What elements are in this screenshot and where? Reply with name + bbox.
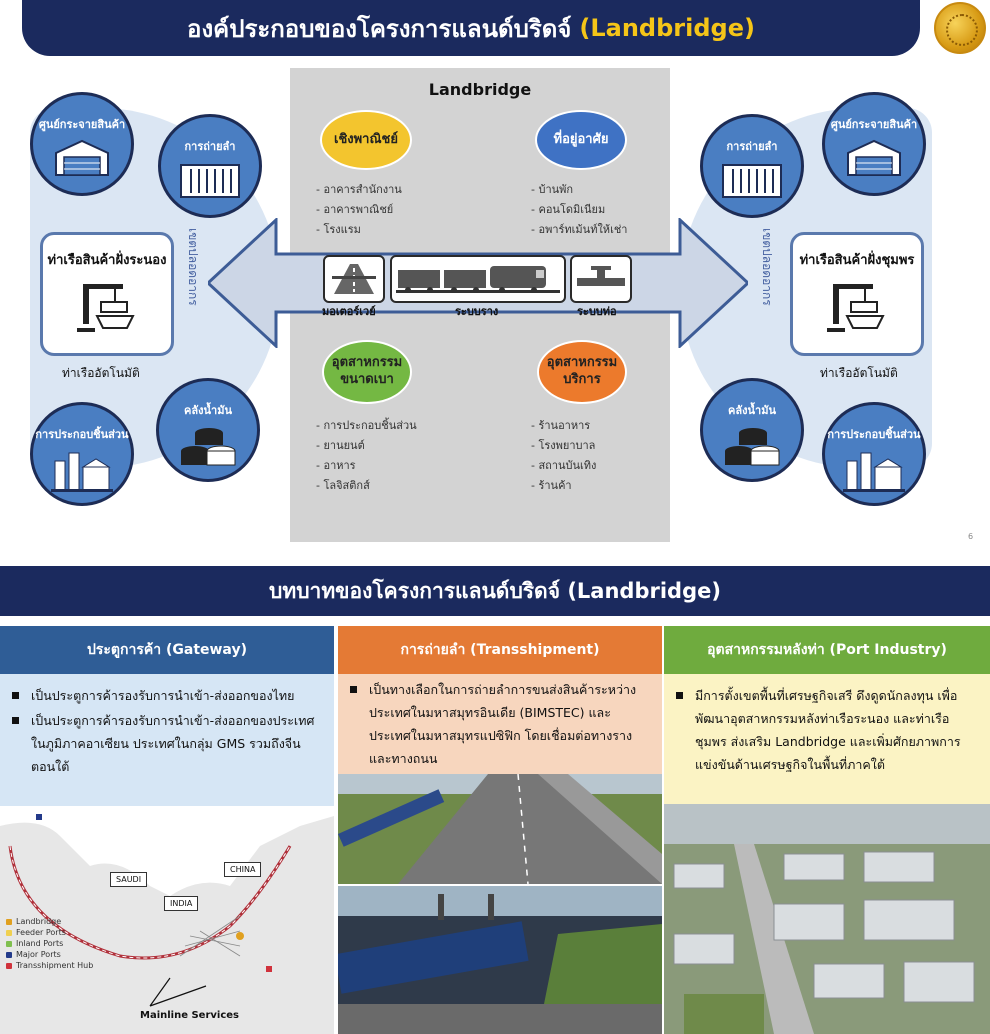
landbridge-title: Landbridge: [428, 80, 532, 99]
commercial-list: - อาคารสำนักงาน - อาคารพาณิชย์ - โรงแรม: [316, 183, 402, 236]
left-transshipment: การถ่ายลำ: [158, 114, 262, 218]
gateway-column: ประตูการค้า (Gateway) เป็นประตูการค้ารอง…: [0, 626, 334, 1034]
legend-item: Landbridge: [6, 916, 93, 927]
railway-box: [390, 255, 566, 303]
warehouse-icon: [847, 139, 901, 176]
top-title-thai: องค์ประกอบของโครงการแลนด์บริดจ์: [187, 14, 572, 43]
right-transshipment: การถ่ายลำ: [700, 114, 804, 218]
right-port-box: ท่าเรือสินค้าฝั่งชุมพร: [790, 232, 924, 356]
gateway-heading: ประตูการค้า (Gateway): [0, 626, 334, 674]
roles-title: บทบาทของโครงการแลนด์บริดจ์ (Landbridge): [269, 578, 721, 603]
left-free-zone-label: เขตปลอดอากร: [186, 228, 200, 306]
page-number: 6: [968, 532, 974, 541]
port-industry-column: อุตสาหกรรมหลังท่า (Port Industry) มีการต…: [664, 626, 990, 1034]
warehouse-icon: [55, 139, 109, 176]
industrial-estate-image: [664, 804, 990, 1034]
oil-tank-icon: [181, 428, 236, 466]
region-saudi: SAUDI: [110, 872, 148, 887]
port-industry-body: มีการตั้งเขตพื้นที่เศรษฐกิจเสรี ดึงดูดนั…: [664, 674, 990, 804]
motorway-icon: [332, 264, 376, 294]
oil-tank-icon: [725, 428, 780, 466]
legend-item: Feeder Ports: [6, 927, 93, 938]
right-automated-port: ท่าเรืออัตโนมัติ: [820, 366, 898, 380]
region-india: INDIA: [164, 896, 199, 911]
shipping-map: SAUDI INDIA CHINA Landbridge Feeder Port…: [0, 806, 334, 1034]
factory-icon: [843, 452, 905, 492]
gateway-body: เป็นประตูการค้ารองรับการนำเข้า-ส่งออกของ…: [0, 674, 334, 806]
map-legend: Landbridge Feeder Ports Inland Ports Maj…: [6, 916, 93, 971]
zone-light-industry: อุตสาหกรรม ขนาดเบา: [322, 340, 412, 404]
transshipment-column: การถ่ายลำ (Transshipment) เป็นทางเลือกใน…: [334, 626, 662, 1034]
top-title-en: (Landbridge): [579, 14, 755, 42]
list-item: เป็นประตูการค้ารองรับการนำเข้า-ส่งออกของ…: [12, 684, 322, 707]
list-item: เป็นประตูการค้ารองรับการนำเข้า-ส่งออกของ…: [12, 709, 322, 778]
government-seal-icon: [934, 2, 986, 54]
mainline-caption: Mainline Services: [140, 1010, 240, 1021]
rail-road-image: [334, 773, 662, 1034]
port-crane-icon: [827, 284, 885, 332]
railway-label: ระบบราง: [455, 305, 499, 318]
roles-banner: บทบาทของโครงการแลนด์บริดจ์ (Landbridge): [0, 566, 990, 616]
motorway-box: [323, 255, 385, 303]
pipeline-icon: [577, 266, 625, 286]
transshipment-body: เป็นทางเลือกในการถ่ายลำการขนส่งสินค้าระห…: [338, 674, 662, 774]
left-distribution-center: ศูนย์กระจายสินค้า: [30, 92, 134, 196]
zone-residential: ที่อยู่อาศัย: [535, 110, 627, 170]
right-distribution-center: ศูนย์กระจายสินค้า: [822, 92, 926, 196]
right-assembly: การประกอบชิ้นส่วน: [822, 402, 926, 506]
left-port-box: ท่าเรือสินค้าฝั่งระนอง: [40, 232, 174, 356]
pipeline-label: ระบบท่อ: [577, 305, 617, 318]
left-tank-farm: คลังน้ำมัน: [156, 378, 260, 482]
zone-service-industry: อุตสาหกรรม บริการ: [537, 340, 627, 404]
list-item: เป็นทางเลือกในการถ่ายลำการขนส่งสินค้าระห…: [350, 678, 650, 770]
port-industry-heading: อุตสาหกรรมหลังท่า (Port Industry): [664, 626, 990, 674]
container-icon: [180, 164, 240, 198]
legend-item: Major Ports: [6, 949, 93, 960]
right-free-zone-label: เขตปลอดอากร: [760, 228, 774, 306]
top-banner: องค์ประกอบของโครงการแลนด์บริดจ์ (Landbri…: [22, 0, 920, 56]
legend-item: Inland Ports: [6, 938, 93, 949]
port-crane-icon: [77, 284, 135, 332]
right-tank-farm: คลังน้ำมัน: [700, 378, 804, 482]
left-automated-port: ท่าเรืออัตโนมัติ: [62, 366, 140, 380]
light-industry-list: - การประกอบชิ้นส่วน - ยานยนต์ - อาหาร - …: [316, 419, 417, 492]
container-icon: [722, 164, 782, 198]
list-item: มีการตั้งเขตพื้นที่เศรษฐกิจเสรี ดึงดูดนั…: [676, 684, 978, 776]
motorway-label: มอเตอร์เวย์: [322, 305, 376, 318]
region-china: CHINA: [224, 862, 262, 877]
residential-list: - บ้านพัก - คอนโดมิเนียม - อพาร์ทเม้นท์ใ…: [531, 183, 628, 236]
pipeline-box: [570, 255, 632, 303]
transshipment-heading: การถ่ายลำ (Transshipment): [338, 626, 662, 674]
legend-item: Transshipment Hub: [6, 960, 93, 971]
zone-commercial: เชิงพาณิชย์: [320, 110, 412, 170]
train-icon: [396, 266, 560, 293]
factory-icon: [51, 452, 113, 492]
service-industry-list: - ร้านอาหาร - โรงพยาบาล - สถานบันเทิง - …: [531, 419, 597, 492]
left-assembly: การประกอบชิ้นส่วน: [30, 402, 134, 506]
